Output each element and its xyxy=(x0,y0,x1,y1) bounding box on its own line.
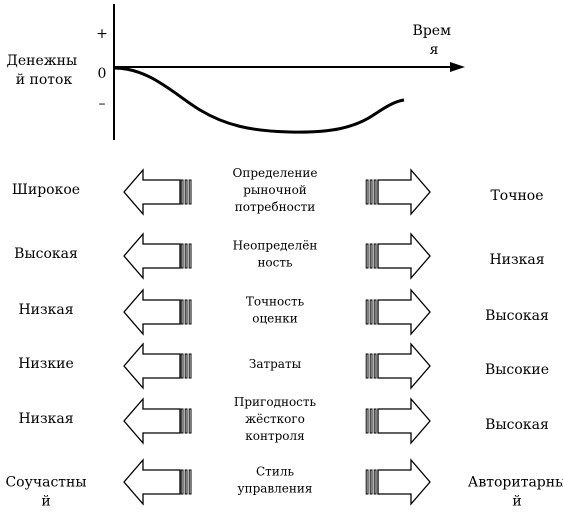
right-arrow-stripe xyxy=(369,408,373,434)
right-arrow-stripe xyxy=(369,353,373,379)
left-arrow-stripe xyxy=(180,179,184,205)
right-arrow-stripe xyxy=(373,408,377,434)
left-arrow xyxy=(123,397,181,445)
right-arrow-stripe xyxy=(369,179,373,205)
right-arrow-stripe xyxy=(369,243,373,269)
right-arrow-stripe xyxy=(369,299,373,325)
left-arrow xyxy=(123,458,181,506)
left-arrow xyxy=(123,168,181,216)
right-arrow-stripe xyxy=(365,179,369,205)
left-arrow-stripe xyxy=(188,299,192,325)
right-extreme-label: Высокие xyxy=(485,362,549,378)
left-arrow-stripe xyxy=(188,469,192,495)
right-arrow-stripe xyxy=(373,299,377,325)
left-arrow-stripe xyxy=(184,408,188,434)
y-axis-zero-label: 0 xyxy=(98,66,107,82)
right-arrow xyxy=(377,397,431,445)
right-arrow-stripe xyxy=(373,243,377,269)
y-axis-title: Денежны й поток xyxy=(6,53,81,88)
right-arrow-stripe xyxy=(365,299,369,325)
right-arrow xyxy=(377,288,431,336)
left-arrow xyxy=(123,232,181,280)
right-arrow-stripe xyxy=(369,469,373,495)
left-extreme-label: Низкая xyxy=(18,411,73,427)
left-arrow-stripe xyxy=(184,353,188,379)
right-arrow-stripe xyxy=(365,469,369,495)
left-arrow-stripe xyxy=(180,469,184,495)
x-axis-arrowhead xyxy=(450,62,465,72)
left-arrow-stripe xyxy=(188,353,192,379)
y-axis-plus-label: + xyxy=(96,26,108,42)
right-arrow-stripe xyxy=(365,353,369,379)
left-arrow-stripe xyxy=(184,469,188,495)
left-arrow-stripe xyxy=(180,299,184,325)
left-arrow-stripe xyxy=(180,408,184,434)
right-arrow-stripe xyxy=(365,408,369,434)
right-extreme-label: Высокая xyxy=(485,417,549,433)
left-arrow-stripe xyxy=(180,243,184,269)
left-arrow-stripe xyxy=(184,179,188,205)
right-arrow-stripe xyxy=(373,179,377,205)
right-extreme-label: Точное xyxy=(490,188,543,204)
left-arrow-stripe xyxy=(184,243,188,269)
left-arrow-stripe xyxy=(188,179,192,205)
left-extreme-label: Низкие xyxy=(18,356,74,372)
right-arrow-stripe xyxy=(365,243,369,269)
left-extreme-label: Низкая xyxy=(18,302,73,318)
x-axis-title: Врем я xyxy=(413,23,456,58)
left-arrow-stripe xyxy=(180,353,184,379)
right-arrow-stripe xyxy=(373,469,377,495)
cash-flow-curve xyxy=(113,66,405,134)
left-arrow xyxy=(123,288,181,336)
comparison-row: Низкие Затраты Высокие xyxy=(18,342,549,390)
parameter-label: Затраты xyxy=(249,357,302,371)
right-extreme-label: Высокая xyxy=(485,308,549,324)
right-arrow xyxy=(377,342,431,390)
left-extreme-label: Высокая xyxy=(14,246,78,262)
left-arrow xyxy=(123,342,181,390)
right-arrow xyxy=(377,168,431,216)
right-arrow xyxy=(377,232,431,280)
cash-flow-graph: + 0 – Денежны й поток Врем я xyxy=(6,4,465,140)
right-arrow xyxy=(377,458,431,506)
left-arrow-stripe xyxy=(184,299,188,325)
right-arrow-stripe xyxy=(373,353,377,379)
left-extreme-label: Широкое xyxy=(12,182,80,198)
left-arrow-stripe xyxy=(188,243,192,269)
left-arrow-stripe xyxy=(188,408,192,434)
right-extreme-label: Низкая xyxy=(489,252,544,268)
y-axis-minus-label: – xyxy=(99,96,106,112)
